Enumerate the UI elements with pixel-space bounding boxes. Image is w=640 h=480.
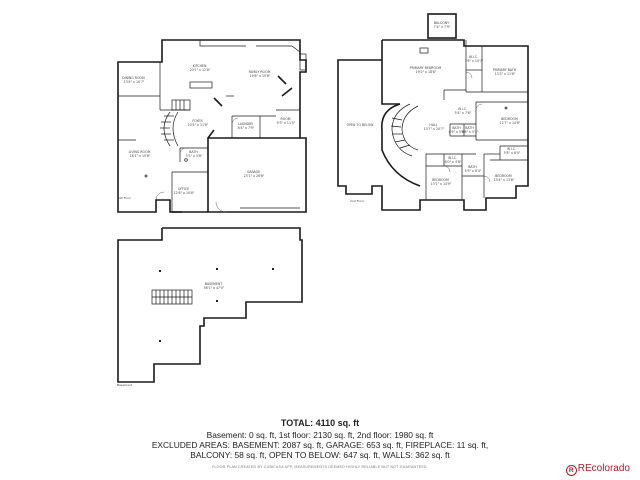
room-hall-dims: 13'7" x 20'7" — [424, 127, 445, 131]
basement-plan: BASEMENT 56'1" x 47'0" Basement — [117, 227, 303, 387]
room-wic3-name: W.I.C. — [507, 147, 516, 151]
room-bed2-dims: 13'1" x 14'9" — [431, 182, 452, 186]
room-wic2-dims: 5'4" x 7'8" — [455, 111, 472, 115]
svg-text:BASEMENT 56'1" x 47'0": BASEMENT 56'1" x 47'0" — [204, 282, 225, 290]
room-office-name: OFFICE — [178, 187, 189, 191]
svg-text:FAMILY ROOM 19'6" x 15'8: FAMILY ROOM 19'6" x 15'8" — [249, 70, 272, 78]
svg-text:BEDROOM 13'1" x 14'9": BEDROOM 13'1" x 14'9" — [431, 178, 452, 186]
svg-text:BATH 5'9" x 8'4": BATH 5'9" x 8'4" — [465, 165, 482, 173]
room-bath3-dims: 6'8" x 5'3" — [462, 130, 479, 134]
svg-text:W.I.C. 7'6" x 10'7": W.I.C. 7'6" x 10'7" — [465, 55, 484, 63]
watermark-text: REcolorado — [577, 463, 630, 474]
svg-text:W.I.C. 5'4" x 7'8": W.I.C. 5'4" x 7'8" — [455, 107, 472, 115]
room-bed1-dims: 12'7" x 14'6" — [500, 121, 521, 125]
svg-text:ROOM 9'3" x 11'5": ROOM 9'3" x 11'5" — [277, 117, 296, 125]
excluded-areas-line: EXCLUDED AREAS: BASEMENT: 2087 sq. ft, G… — [151, 440, 489, 450]
svg-text:OFFICE 12'6" x 10'8": OFFICE 12'6" x 10'8" — [174, 187, 195, 195]
disclaimer: FLOOR PLAN CREATED BY CUBICASA APP. MEAS… — [212, 465, 428, 469]
first-floor-plan: DINING ROOM 13'4" x 10'7" KITCHEN 20'1" … — [117, 39, 307, 213]
room-garage-name: GARAGE — [247, 170, 260, 174]
svg-text:W.I.C. 5'8" x 6'0": W.I.C. 5'8" x 6'0" — [504, 147, 521, 155]
room-basement-name: BASEMENT — [205, 282, 223, 286]
svg-text:PRIMARY BEDROOM 19'2" x: PRIMARY BEDROOM 19'2" x 18'8" — [410, 66, 443, 74]
floor-area-breakdown: Basement: 0 sq. ft, 1st floor: 2130 sq. … — [206, 430, 434, 440]
floor-plans: DINING ROOM 13'4" x 10'7" KITCHEN 20'1" … — [117, 13, 529, 387]
room-bath2-dims: 6'9" x 5'5" — [449, 130, 466, 134]
svg-text:BATH 6'8" x 5'3": BATH 6'8" x 5'3" — [462, 126, 479, 134]
svg-text:LIVING ROOM 18'1" x 15'8: LIVING ROOM 18'1" x 15'8" — [129, 150, 152, 158]
room-bed3-dims: 13'4" x 13'8" — [494, 178, 515, 182]
room-living-dims: 18'1" x 15'8" — [130, 154, 151, 158]
basement-label: Basement — [117, 383, 133, 387]
room-wic3-dims: 5'8" x 6'0" — [504, 151, 521, 155]
room-room-dims: 9'3" x 11'5" — [277, 121, 296, 125]
room-bath1-name: BATH — [189, 150, 198, 154]
svg-text:LAUNDRY 8'4" x 7'9": LAUNDRY 8'4" x 7'9" — [238, 122, 255, 130]
svg-text:BEDROOM 12'7" x 14'6": BEDROOM 12'7" x 14'6" — [500, 117, 521, 125]
room-room-name: ROOM — [281, 117, 291, 121]
second-floor-plan: BALCONY 7'4" x 7'9" PRIMARY BEDROOM 19'2… — [337, 13, 529, 211]
room-laundry-name: LAUNDRY — [238, 122, 253, 126]
room-laundry-dims: 8'4" x 7'9" — [238, 126, 255, 130]
room-dining-dims: 13'4" x 10'7" — [124, 80, 145, 84]
recolorado-logo-icon: R — [565, 465, 577, 476]
svg-text:GARAGE 23'1" x 26'8": GARAGE 23'1" x 26'8" — [244, 170, 265, 178]
room-bed3-name: BEDROOM — [495, 174, 512, 178]
room-basement-dims: 56'1" x 47'0" — [204, 286, 225, 290]
room-bath1-dims: 5'5" x 5'8" — [186, 154, 203, 158]
first-floor-label: 1st Floor — [118, 196, 132, 200]
room-bath2-name: BATH — [452, 126, 461, 130]
excluded-areas-line-continued: BALCONY: 58 sq. ft, OPEN TO BELOW: 647 s… — [190, 450, 450, 460]
total-area: TOTAL: 4110 sq. ft — [280, 418, 360, 428]
room-primary-bath-name: PRIMARY BATH — [493, 68, 517, 72]
svg-text:HALL 13'7" x 20'7": HALL 13'7" x 20'7" — [424, 123, 445, 131]
room-kitchen-name: KITCHEN — [193, 64, 207, 68]
svg-text:PRIMARY BATH 13'3" x 11': PRIMARY BATH 13'3" x 11'8" — [493, 68, 517, 76]
room-office-dims: 12'6" x 10'8" — [174, 191, 195, 195]
room-primary-bath-dims: 13'3" x 11'8" — [495, 72, 516, 76]
room-living-name: LIVING ROOM — [129, 150, 151, 154]
room-wic-name: W.I.C. — [469, 55, 478, 59]
room-wic4-dims: 6'0" x 4'8" — [445, 160, 462, 164]
room-bath4-name: BATH — [468, 165, 477, 169]
room-family-dims: 19'6" x 15'8" — [250, 74, 271, 78]
room-dining-name: DINING ROOM — [122, 76, 145, 80]
room-primary-dims: 19'2" x 18'8" — [416, 70, 437, 74]
svg-text:BATH 6'9" x 5'5": BATH 6'9" x 5'5" — [449, 126, 466, 134]
svg-text:BALCONY 7'4" x 7'9": BALCONY 7'4" x 7'9" — [434, 21, 451, 29]
room-bed2-name: BEDROOM — [432, 178, 449, 182]
room-open-to-below: OPEN TO BELOW — [347, 123, 375, 127]
room-primary-name: PRIMARY BEDROOM — [410, 66, 442, 70]
room-bath3-name: BATH — [465, 126, 474, 130]
room-balcony-dims: 7'4" x 7'9" — [434, 25, 451, 29]
svg-text:W.I.C. 6'0" x 4'8": W.I.C. 6'0" x 4'8" — [445, 156, 462, 164]
second-floor-label: 2nd Floor — [350, 199, 365, 203]
room-kitchen-dims: 20'1" x 12'8" — [190, 68, 211, 72]
svg-text:KITCHEN 20'1" x 12'8": KITCHEN 20'1" x 12'8" — [190, 64, 211, 72]
svg-text:BATH 5'5" x 5'8": BATH 5'5" x 5'8" — [186, 150, 203, 158]
room-foyer-dims: 10'4" x 11'6" — [188, 123, 209, 127]
svg-text:BEDROOM 13'4" x 13'8": BEDROOM 13'4" x 13'8" — [494, 174, 515, 182]
room-hall-name: HALL — [429, 123, 437, 127]
room-garage-dims: 23'1" x 26'8" — [244, 174, 265, 178]
room-wic-dims: 7'6" x 10'7" — [465, 59, 484, 63]
room-wic2-name: W.I.C. — [458, 107, 467, 111]
room-bath4-dims: 5'9" x 8'4" — [465, 169, 482, 173]
svg-text:DINING ROOM 13'4" x 10'7: DINING ROOM 13'4" x 10'7" — [122, 76, 146, 84]
room-balcony-name: BALCONY — [434, 21, 449, 25]
room-family-name: FAMILY ROOM — [249, 70, 271, 74]
room-bed1-name: BEDROOM — [501, 117, 518, 121]
room-wic4-name: W.I.C. — [448, 156, 457, 160]
svg-text:FOYER 10'4" x 11'6": FOYER 10'4" x 11'6" — [188, 119, 209, 127]
room-foyer-name: FOYER — [192, 119, 203, 123]
